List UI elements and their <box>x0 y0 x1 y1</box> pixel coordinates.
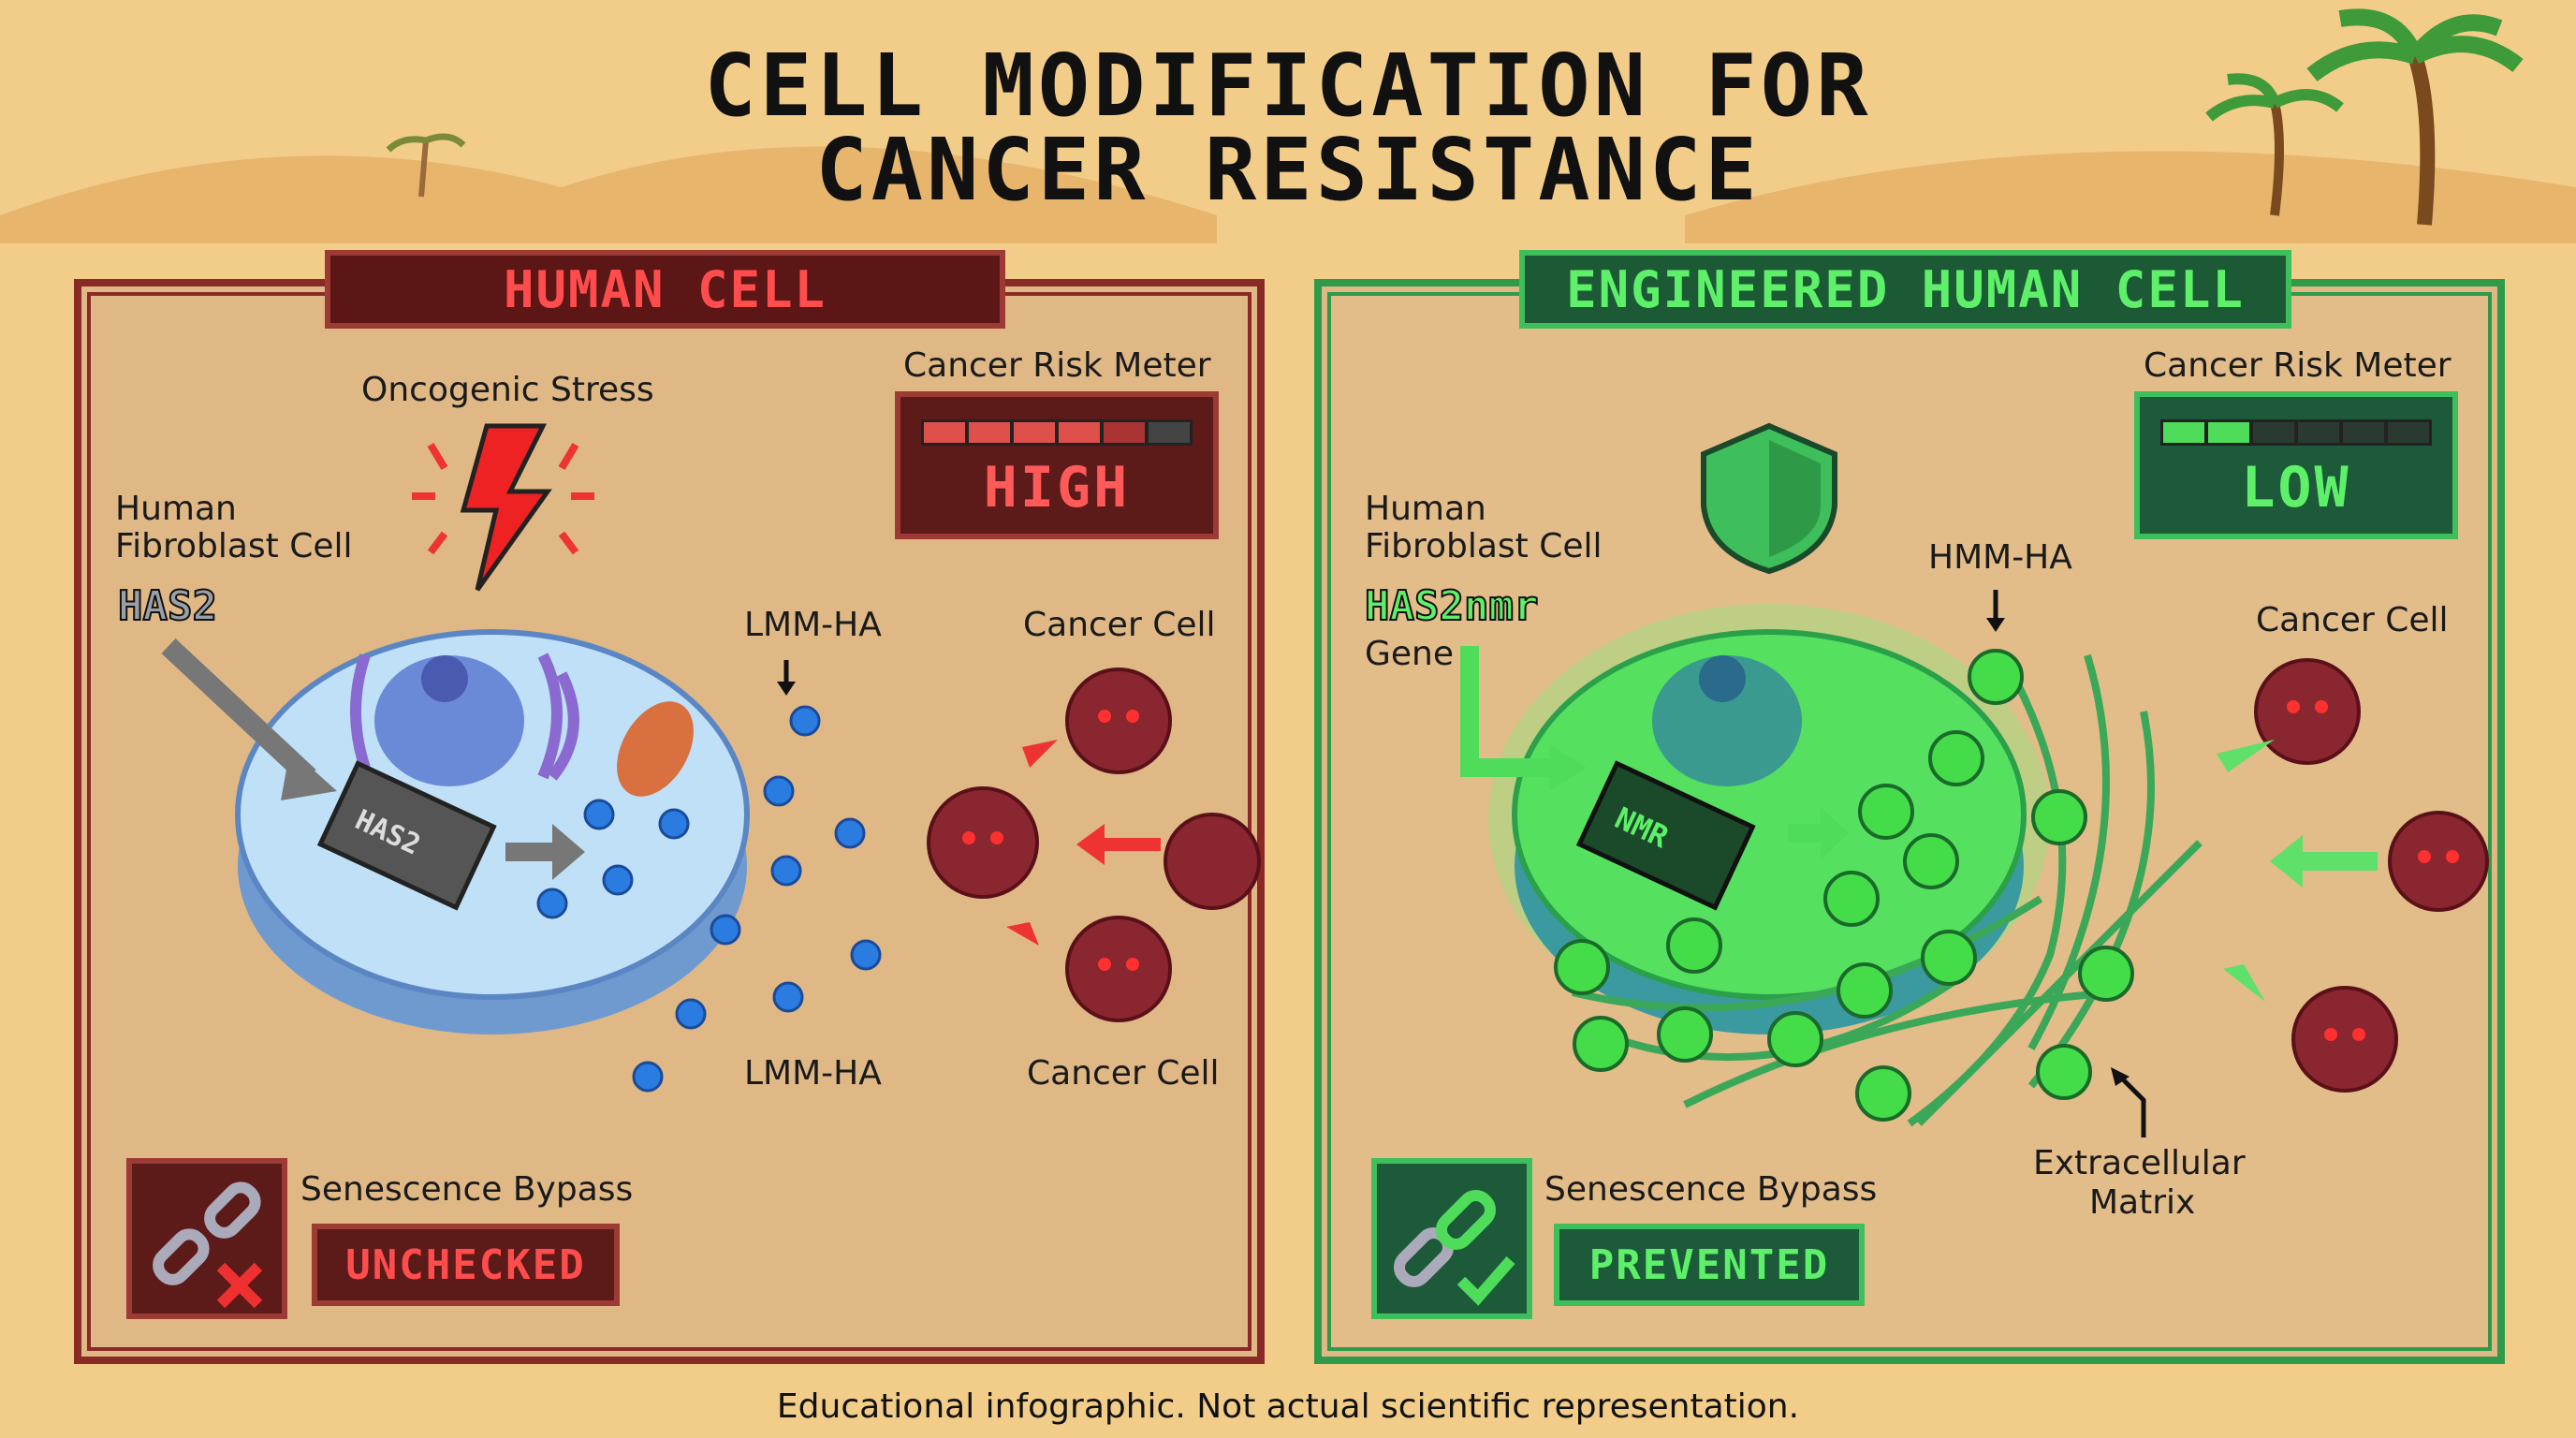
lightning-bolt-icon <box>412 423 594 592</box>
mitochondria-icon <box>617 701 694 797</box>
matrix-label-line2: Matrix <box>2089 1183 2196 1222</box>
matrix-label-line1: Extracellular <box>2033 1144 2246 1182</box>
page-title-line1: CELL MODIFICATION FOR <box>704 36 1872 136</box>
risk-value: HIGH <box>983 455 1131 521</box>
lmm-ha-molecules <box>536 705 882 1093</box>
cancer-risk-meter-high: HIGH <box>895 391 1219 539</box>
lmm-ha-label-bottom: LMM-HA <box>744 1054 882 1093</box>
oncogenic-stress-label: Oncogenic Stress <box>361 371 654 409</box>
senescence-status-unchecked: UNCHECKED <box>312 1224 620 1306</box>
repelled-arrows <box>2217 740 2378 1002</box>
hmm-ha-label: HMM-HA <box>1928 538 2072 577</box>
risk-value: LOW <box>2241 455 2351 521</box>
senescence-bypass-label: Senescence Bypass <box>1544 1170 1878 1209</box>
cancer-risk-meter-label: Cancer Risk Meter <box>2144 346 2452 385</box>
cancer-cell-label-top: Cancer Cell <box>1023 606 1216 644</box>
cancer-risk-meter-label: Cancer Risk Meter <box>903 346 1211 385</box>
cell-label-line2: Fibroblast Cell <box>1365 527 1603 565</box>
gene-arrow-icon <box>1460 646 1554 777</box>
gene-arrow-icon <box>161 638 316 785</box>
has2-gene-badge: HAS2 <box>117 581 218 631</box>
senescence-bypass-label: Senescence Bypass <box>300 1170 634 1209</box>
engineered-cell-header: ENGINEERED HUMAN CELL <box>1519 250 2291 329</box>
extracellular-matrix <box>1572 653 2203 1127</box>
human-cell-header: HUMAN CELL <box>325 250 1005 329</box>
risk-meter-bar <box>2160 419 2432 446</box>
cancer-cell-label: Cancer Cell <box>2256 601 2449 639</box>
cancer-cell-icon <box>2254 658 2489 1093</box>
cancer-risk-meter-low: LOW <box>2134 391 2458 539</box>
shield-icon <box>1701 422 1837 575</box>
nmr-chip-icon <box>1575 760 1756 911</box>
senescence-status-prevented: PREVENTED <box>1554 1224 1865 1306</box>
footer-disclaimer: Educational infographic. Not actual scie… <box>776 1387 1800 1426</box>
broken-chain-x-icon <box>126 1158 287 1319</box>
cell-label-line1: Human <box>115 490 237 528</box>
cancer-cell-label-bottom: Cancer Cell <box>1027 1054 1220 1093</box>
chain-check-icon <box>1371 1158 1532 1319</box>
cancer-cell-icon <box>927 668 1261 1022</box>
cell-label-line2: Fibroblast Cell <box>115 527 353 565</box>
page-title-line2: CANCER RESISTANCE <box>815 120 1761 220</box>
gene-label: Gene <box>1365 635 1455 673</box>
has2nmr-gene-badge: HAS2nmr <box>1364 581 1539 631</box>
output-arrow-icon <box>1788 807 1849 859</box>
risk-meter-bar <box>921 419 1193 446</box>
palm-tree-icon <box>386 8 2524 226</box>
has2-chip-icon <box>316 760 497 911</box>
output-arrow-icon <box>505 824 585 880</box>
cell-label-line1: Human <box>1365 490 1486 528</box>
lmm-ha-label-top: LMM-HA <box>744 606 882 644</box>
attack-arrows <box>1006 740 1161 946</box>
hmm-ha-molecules <box>1554 649 2134 1122</box>
